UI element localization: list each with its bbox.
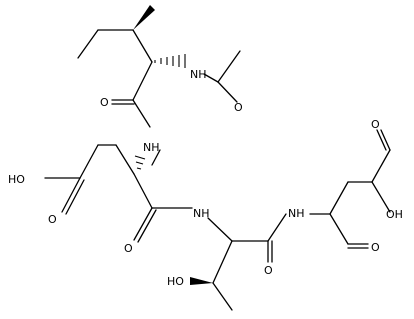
threonine-backbone bbox=[207, 213, 287, 311]
o-acetyl-label: O bbox=[234, 101, 243, 114]
o-thr-label: O bbox=[264, 264, 273, 277]
ho-thr-label: HO bbox=[167, 275, 184, 288]
glutamate-hash-bond bbox=[134, 155, 146, 170]
nh-acetyl-label: NH bbox=[190, 68, 207, 81]
ho-glu-label: HO bbox=[8, 173, 25, 186]
threonine-wedge bbox=[190, 277, 213, 285]
o-glu-amide-label: O bbox=[124, 242, 133, 255]
isoleucine-backbone bbox=[111, 50, 241, 128]
o-aldehyde-label: O bbox=[371, 241, 380, 254]
aspartate-backbone bbox=[309, 129, 391, 249]
o-ile-label: O bbox=[100, 96, 109, 109]
glutamate-backbone bbox=[44, 144, 193, 243]
oh-asp-label: OH bbox=[386, 208, 403, 221]
acetyl-hash-bond bbox=[154, 54, 186, 68]
acetyl-n-bond bbox=[203, 73, 219, 83]
methyl-wedge bbox=[133, 5, 155, 30]
nh-glu-label: NH bbox=[143, 141, 160, 154]
o-asp-acid-label: O bbox=[371, 118, 380, 131]
o-glu-acid-label: O bbox=[48, 213, 57, 226]
isoleucine-side-chain bbox=[77, 29, 153, 63]
nh-asp-label: NH bbox=[288, 207, 305, 220]
nh-thr-label: NH bbox=[193, 207, 210, 220]
